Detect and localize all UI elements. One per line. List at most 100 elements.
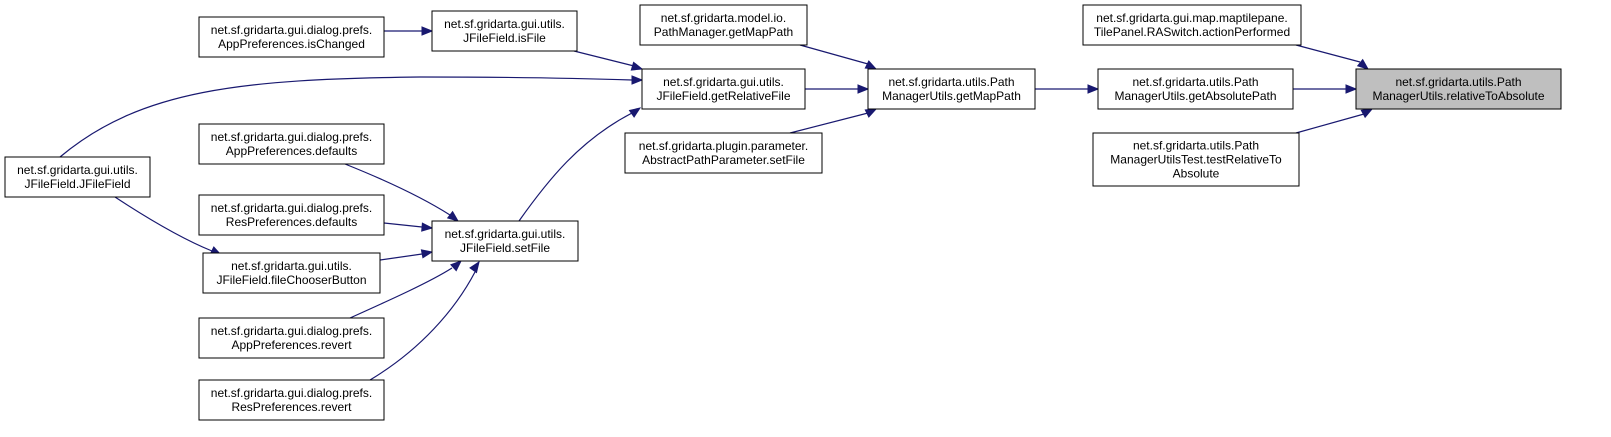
edge-line bbox=[573, 50, 635, 67]
edge-pmgetmap-to-getmap bbox=[799, 44, 878, 70]
arrowhead bbox=[857, 84, 870, 94]
edge-line bbox=[1295, 44, 1361, 63]
node-label-line: ManagerUtils.getAbsolutePath bbox=[1114, 89, 1276, 103]
arrowhead bbox=[421, 222, 434, 232]
node-label-line: ManagerUtilsTest.testRelativeTo bbox=[1110, 153, 1282, 167]
node-apsetfile[interactable]: net.sf.gridarta.plugin.parameter.Abstrac… bbox=[624, 132, 823, 174]
arrowhead bbox=[421, 26, 434, 36]
node-label-line: net.sf.gridarta.gui.dialog.prefs. bbox=[211, 130, 372, 144]
node-box bbox=[641, 68, 806, 110]
node-setfile[interactable]: net.sf.gridarta.gui.utils.JFileField.set… bbox=[431, 220, 579, 262]
edge-rasw-to-root bbox=[1295, 44, 1370, 70]
node-label-line: AppPreferences.revert bbox=[231, 338, 352, 352]
node-box bbox=[1092, 132, 1300, 187]
node-label-line: net.sf.gridarta.gui.dialog.prefs. bbox=[211, 23, 372, 37]
node-pmgetmap[interactable]: net.sf.gridarta.model.io.PathManager.get… bbox=[639, 4, 808, 46]
edge-line bbox=[369, 271, 476, 381]
node-label-line: net.sf.gridarta.utils.Path bbox=[1132, 75, 1258, 89]
edge-isfile-to-getrel bbox=[573, 50, 644, 71]
node-box bbox=[198, 16, 385, 58]
node-label-line: ResPreferences.defaults bbox=[226, 215, 357, 229]
node-jff[interactable]: net.sf.gridarta.gui.utils.JFileField.JFi… bbox=[4, 156, 151, 198]
edge-line bbox=[518, 112, 633, 222]
node-label-line: AppPreferences.defaults bbox=[226, 144, 357, 158]
node-isfile[interactable]: net.sf.gridarta.gui.utils.JFileField.isF… bbox=[431, 10, 578, 52]
node-label-line: ManagerUtils.getMapPath bbox=[882, 89, 1021, 103]
node-label-line: ResPreferences.revert bbox=[231, 400, 352, 414]
node-rasw[interactable]: net.sf.gridarta.gui.map.maptilepane.Tile… bbox=[1082, 4, 1302, 46]
node-label-line: net.sf.gridarta.gui.utils. bbox=[231, 259, 352, 273]
node-label-line: JFileField.JFileField bbox=[24, 177, 130, 191]
edge-test-to-root bbox=[1295, 108, 1374, 134]
node-box bbox=[4, 156, 151, 198]
edge-line bbox=[344, 163, 451, 216]
node-getmap[interactable]: net.sf.gridarta.utils.PathManagerUtils.g… bbox=[867, 68, 1036, 110]
node-label-line: net.sf.gridarta.plugin.parameter. bbox=[639, 139, 808, 153]
node-label-line: JFileField.isFile bbox=[463, 31, 546, 45]
arrowhead bbox=[1345, 84, 1358, 94]
edge-apprev-to-setfile bbox=[349, 260, 463, 319]
node-label-line: PathManager.getMapPath bbox=[654, 25, 793, 39]
edge-line bbox=[349, 267, 453, 319]
node-box bbox=[867, 68, 1036, 110]
edge-line bbox=[383, 222, 423, 228]
edge-setfile-to-getrel bbox=[518, 107, 642, 222]
node-root[interactable]: net.sf.gridarta.utils.PathManagerUtils.r… bbox=[1355, 68, 1562, 110]
node-label-line: TilePanel.RASwitch.actionPerformed bbox=[1094, 25, 1290, 39]
arrowhead bbox=[450, 260, 463, 272]
edge-line bbox=[59, 76, 633, 158]
edge-getabs-to-root bbox=[1293, 84, 1358, 94]
node-box bbox=[198, 317, 385, 359]
edge-fcb-to-setfile bbox=[379, 249, 434, 261]
node-label-line: net.sf.gridarta.gui.dialog.prefs. bbox=[211, 386, 372, 400]
arrowhead bbox=[628, 107, 642, 118]
arrowhead bbox=[1360, 108, 1374, 119]
edge-getmap-to-getabs bbox=[1035, 84, 1100, 94]
node-label-line: net.sf.gridarta.gui.dialog.prefs. bbox=[211, 324, 372, 338]
node-label-line: net.sf.gridarta.utils.Path bbox=[1395, 75, 1521, 89]
edge-line bbox=[379, 253, 423, 261]
edge-appdef-to-setfile bbox=[344, 163, 460, 222]
edge-ischanged-to-isfile bbox=[384, 26, 434, 36]
node-label-line: net.sf.gridarta.model.io. bbox=[661, 11, 786, 25]
arrowhead bbox=[1356, 58, 1370, 70]
node-test[interactable]: net.sf.gridarta.utils.PathManagerUtilsTe… bbox=[1092, 132, 1300, 187]
edge-line bbox=[799, 44, 869, 65]
node-label-line: JFileField.fileChooserButton bbox=[216, 273, 366, 287]
node-box bbox=[202, 252, 381, 294]
node-ischanged[interactable]: net.sf.gridarta.gui.dialog.prefs.AppPref… bbox=[198, 16, 385, 58]
node-box bbox=[1082, 4, 1302, 46]
arrowhead bbox=[446, 210, 460, 222]
node-box bbox=[198, 123, 385, 165]
arrowhead bbox=[469, 260, 480, 274]
node-box bbox=[198, 194, 385, 236]
node-apprev[interactable]: net.sf.gridarta.gui.dialog.prefs.AppPref… bbox=[198, 317, 385, 359]
edge-getrel-to-getmap bbox=[805, 84, 870, 94]
node-getabs[interactable]: net.sf.gridarta.utils.PathManagerUtils.g… bbox=[1097, 68, 1294, 110]
node-label-line: net.sf.gridarta.gui.utils. bbox=[444, 17, 565, 31]
node-label-line: net.sf.gridarta.gui.dialog.prefs. bbox=[211, 201, 372, 215]
node-label-line: net.sf.gridarta.gui.map.maptilepane. bbox=[1096, 11, 1287, 25]
arrowhead bbox=[631, 75, 644, 85]
arrowhead bbox=[630, 61, 644, 71]
node-getrel[interactable]: net.sf.gridarta.gui.utils.JFileField.get… bbox=[641, 68, 806, 110]
node-label-line: JFileField.getRelativeFile bbox=[656, 89, 790, 103]
node-appdef[interactable]: net.sf.gridarta.gui.dialog.prefs.AppPref… bbox=[198, 123, 385, 165]
node-resdef[interactable]: net.sf.gridarta.gui.dialog.prefs.ResPref… bbox=[198, 194, 385, 236]
node-box bbox=[624, 132, 823, 174]
node-fcb[interactable]: net.sf.gridarta.gui.utils.JFileField.fil… bbox=[202, 252, 381, 294]
node-label-line: net.sf.gridarta.gui.utils. bbox=[17, 163, 138, 177]
node-label-line: net.sf.gridarta.gui.utils. bbox=[445, 227, 566, 241]
node-box bbox=[431, 10, 578, 52]
node-resrev[interactable]: net.sf.gridarta.gui.dialog.prefs.ResPref… bbox=[198, 379, 385, 421]
node-label-line: AppPreferences.isChanged bbox=[218, 37, 365, 51]
node-box bbox=[639, 4, 808, 46]
node-label-line: AbstractPathParameter.setFile bbox=[642, 153, 805, 167]
arrowhead bbox=[420, 249, 434, 259]
edge-line bbox=[114, 196, 213, 252]
node-label-line: net.sf.gridarta.gui.utils. bbox=[663, 75, 784, 89]
node-label-line: net.sf.gridarta.utils.Path bbox=[888, 75, 1014, 89]
arrowhead bbox=[1087, 84, 1100, 94]
node-box bbox=[431, 220, 579, 262]
